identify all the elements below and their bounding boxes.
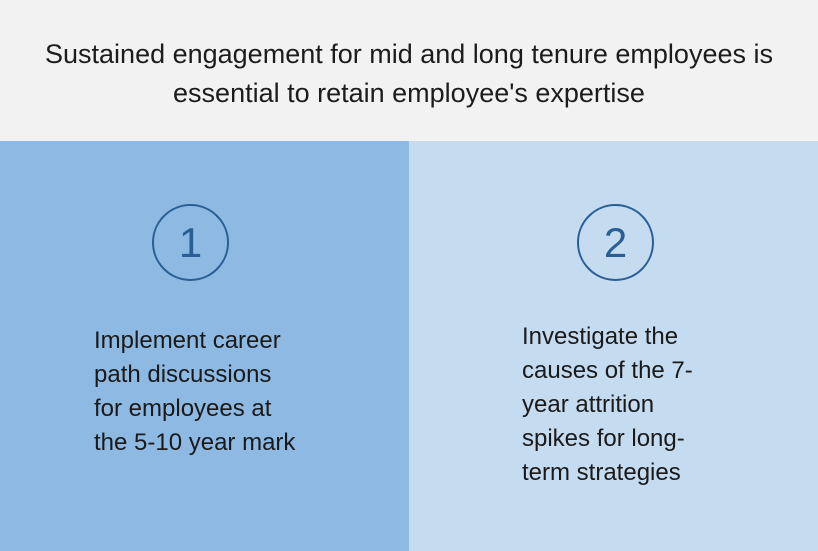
step-number-1: 1: [178, 218, 203, 266]
step-text-2: Investigate the causes of the 7- year at…: [522, 323, 693, 486]
step-panel-1: 1 Implement career path discussions for …: [0, 141, 409, 551]
step-number-circle-1: 1: [152, 204, 229, 281]
header-title: Sustained engagement for mid and long te…: [45, 38, 773, 108]
step-number-circle-2: 2: [577, 204, 654, 281]
step-text-1: Implement career path discussions for em…: [94, 327, 296, 456]
step-panel-2: 2 Investigate the causes of the 7- year …: [409, 141, 818, 551]
step-number-2: 2: [603, 218, 628, 266]
header-banner: Sustained engagement for mid and long te…: [0, 0, 818, 141]
